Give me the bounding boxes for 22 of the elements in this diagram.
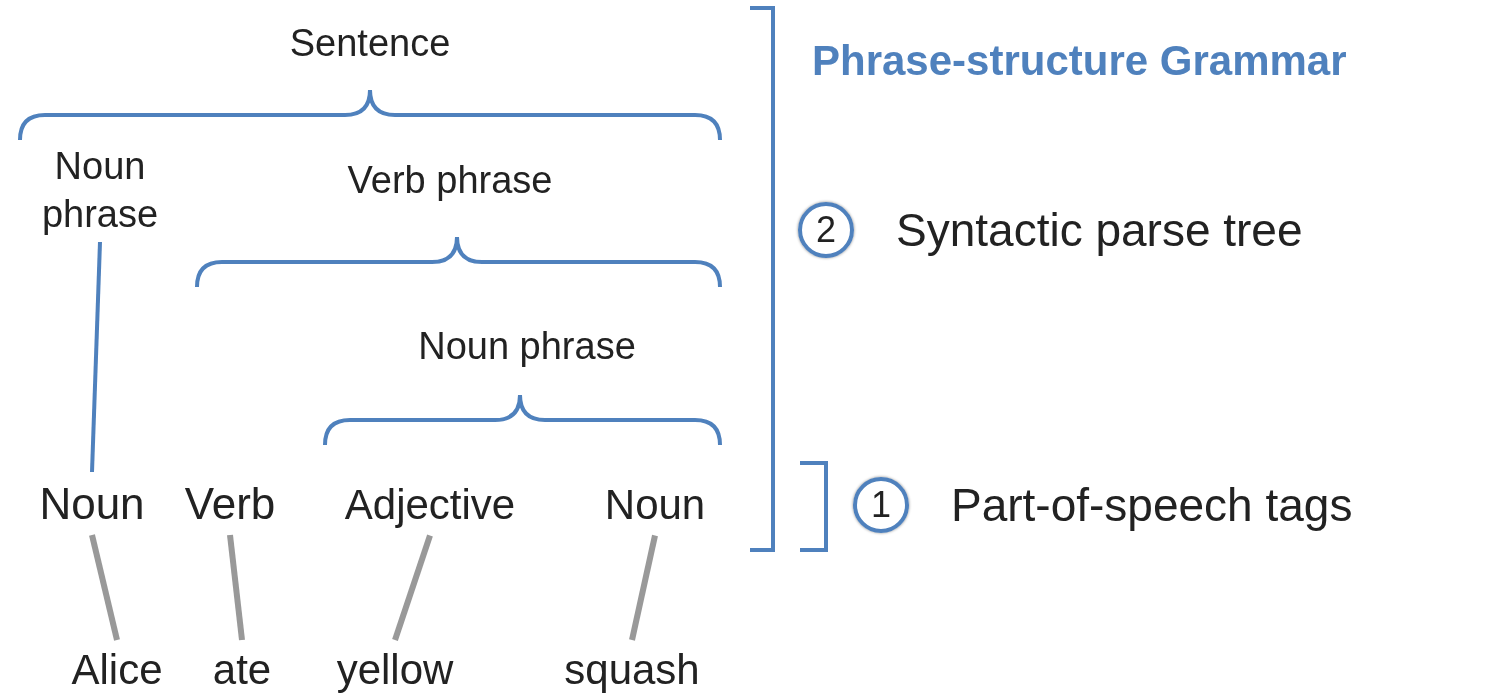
step-caption: Syntactic parse tree [896,203,1303,257]
phrase-label: Sentence [289,20,451,68]
tag-label: Noun [39,476,145,531]
tree-branch-line [90,241,102,473]
tree-branch-line [629,534,658,641]
word-label: ate [212,644,272,696]
tag-label: Verb [184,476,276,531]
word-label: squash [564,644,700,696]
phrase-label: Verb phrase [347,157,553,205]
phrase-label: Noun phrase [10,143,190,238]
step-number-circle: 1 [853,477,909,533]
word-label: Alice [71,644,163,696]
tag-label: Adjective [344,479,516,532]
tree-branch-line [227,534,245,641]
tree-branch-line [89,534,120,641]
word-label: yellow [336,644,454,696]
step-caption: Part-of-speech tags [951,478,1353,532]
tag-label: Noun [604,479,706,532]
phrase-label: Noun phrase [418,323,636,371]
step-number-circle: 2 [798,202,854,258]
tree-branch-line [392,534,433,641]
diagram-title: Phrase-structure Grammar [812,38,1347,85]
